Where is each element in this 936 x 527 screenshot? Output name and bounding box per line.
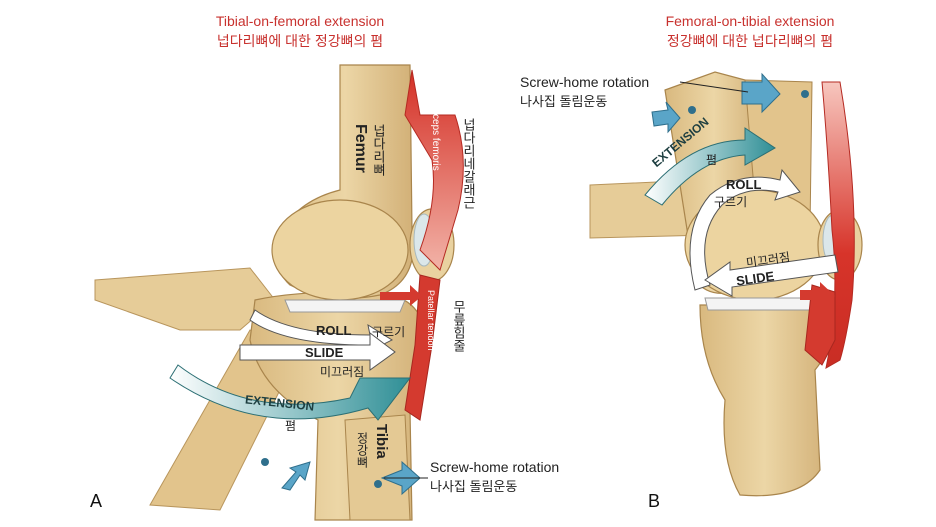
extension-arrow [169,364,412,421]
extension-label-b-ko: 폄 [706,153,718,167]
femur-marker-dot-b2 [801,90,809,98]
femur-marker-dot-b [688,106,696,114]
meniscus-b [704,297,816,311]
meniscus [284,299,406,313]
patellar-tendon [404,274,441,421]
screw-home-label-b-ko: 나사집 돌림운동 [520,94,608,109]
panel-b-letter: B [648,491,661,511]
panel-a-title-ko: 넙다리뼈에 대한 정강뼈의 폄 [216,33,384,49]
tibia-label-ko: 정강뼈 [355,432,369,468]
tendon-pull-arrow-b [800,282,835,308]
patellar-tendon-b [804,284,836,366]
roll-label-b-en: ROLL [726,177,762,192]
tibia-right-shaft [344,414,411,521]
screw-home-arrow-b1 [741,72,781,114]
slide-label-en: SLIDE [305,345,344,360]
quadriceps-label-ko: 넙다리네갈래근 [461,118,476,209]
femur-label-en: Femur [352,124,369,173]
panel-b-artwork [384,71,863,497]
screw-home-label-a-ko: 나사집 돌림운동 [430,479,518,494]
panel-a-artwork [94,64,464,521]
quadriceps-muscle [404,69,464,271]
screw-home-label-a-en: Screw-home rotation [430,459,560,475]
panel-b-title-en: Femoral-on-tibial extension [665,13,835,29]
slide-label-ko: 미끄러짐 [320,365,365,379]
screw-pointer-line-b [679,81,749,93]
tibia-marker-dot-a [374,480,382,488]
roll-label-b-ko: 구르기 [714,195,748,209]
femur-label-ko: 넙다리뼈 [371,124,386,176]
patellar-tendon-label-ko: 무릎힘줄 [451,300,466,352]
slide-arrow [239,331,396,371]
fibula-marker-dot-a [261,458,269,466]
panel-b-title-ko: 정강뼈에 대한 넙다리뼈의 폄 [666,33,834,49]
patellar-tendon-label-en: Patellar tendon [426,290,436,351]
screw-home-label-b-en: Screw-home rotation [520,74,650,90]
posterior-structures [94,267,276,331]
quadriceps-label-en: Quadriceps femoris [430,84,441,171]
panel-a-title-en: Tibial-on-femoral extension [215,13,385,29]
tendon-pull-arrow [380,285,422,306]
screw-home-arrow-a1 [281,461,311,491]
panel-a-letter: A [90,491,103,511]
roll-arrow-b [689,168,801,291]
extension-label-ko: 폄 [285,419,297,433]
quadriceps-muscle-b [821,81,855,369]
femoral-condyle [271,199,409,301]
roll-label-en: ROLL [316,323,352,338]
tibia-label-en: Tibia [373,424,390,459]
extension-arrow-b [644,127,776,206]
slide-arrow-b [704,254,839,297]
screw-home-arrow-b2 [651,101,681,134]
roll-label-ko: 구르기 [372,325,406,339]
